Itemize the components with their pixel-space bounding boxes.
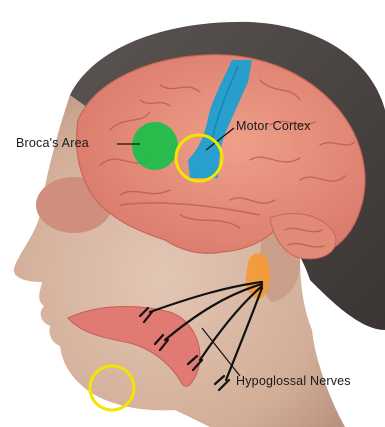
hypoglossal-nucleus: [246, 253, 270, 299]
brocas-area-region: [132, 122, 178, 170]
motor-cortex-label: Motor Cortex: [236, 119, 311, 133]
hypoglossal-nerves-label: Hypoglossal Nerves: [236, 374, 351, 388]
brocas-area-label: Broca's Area: [16, 136, 89, 150]
